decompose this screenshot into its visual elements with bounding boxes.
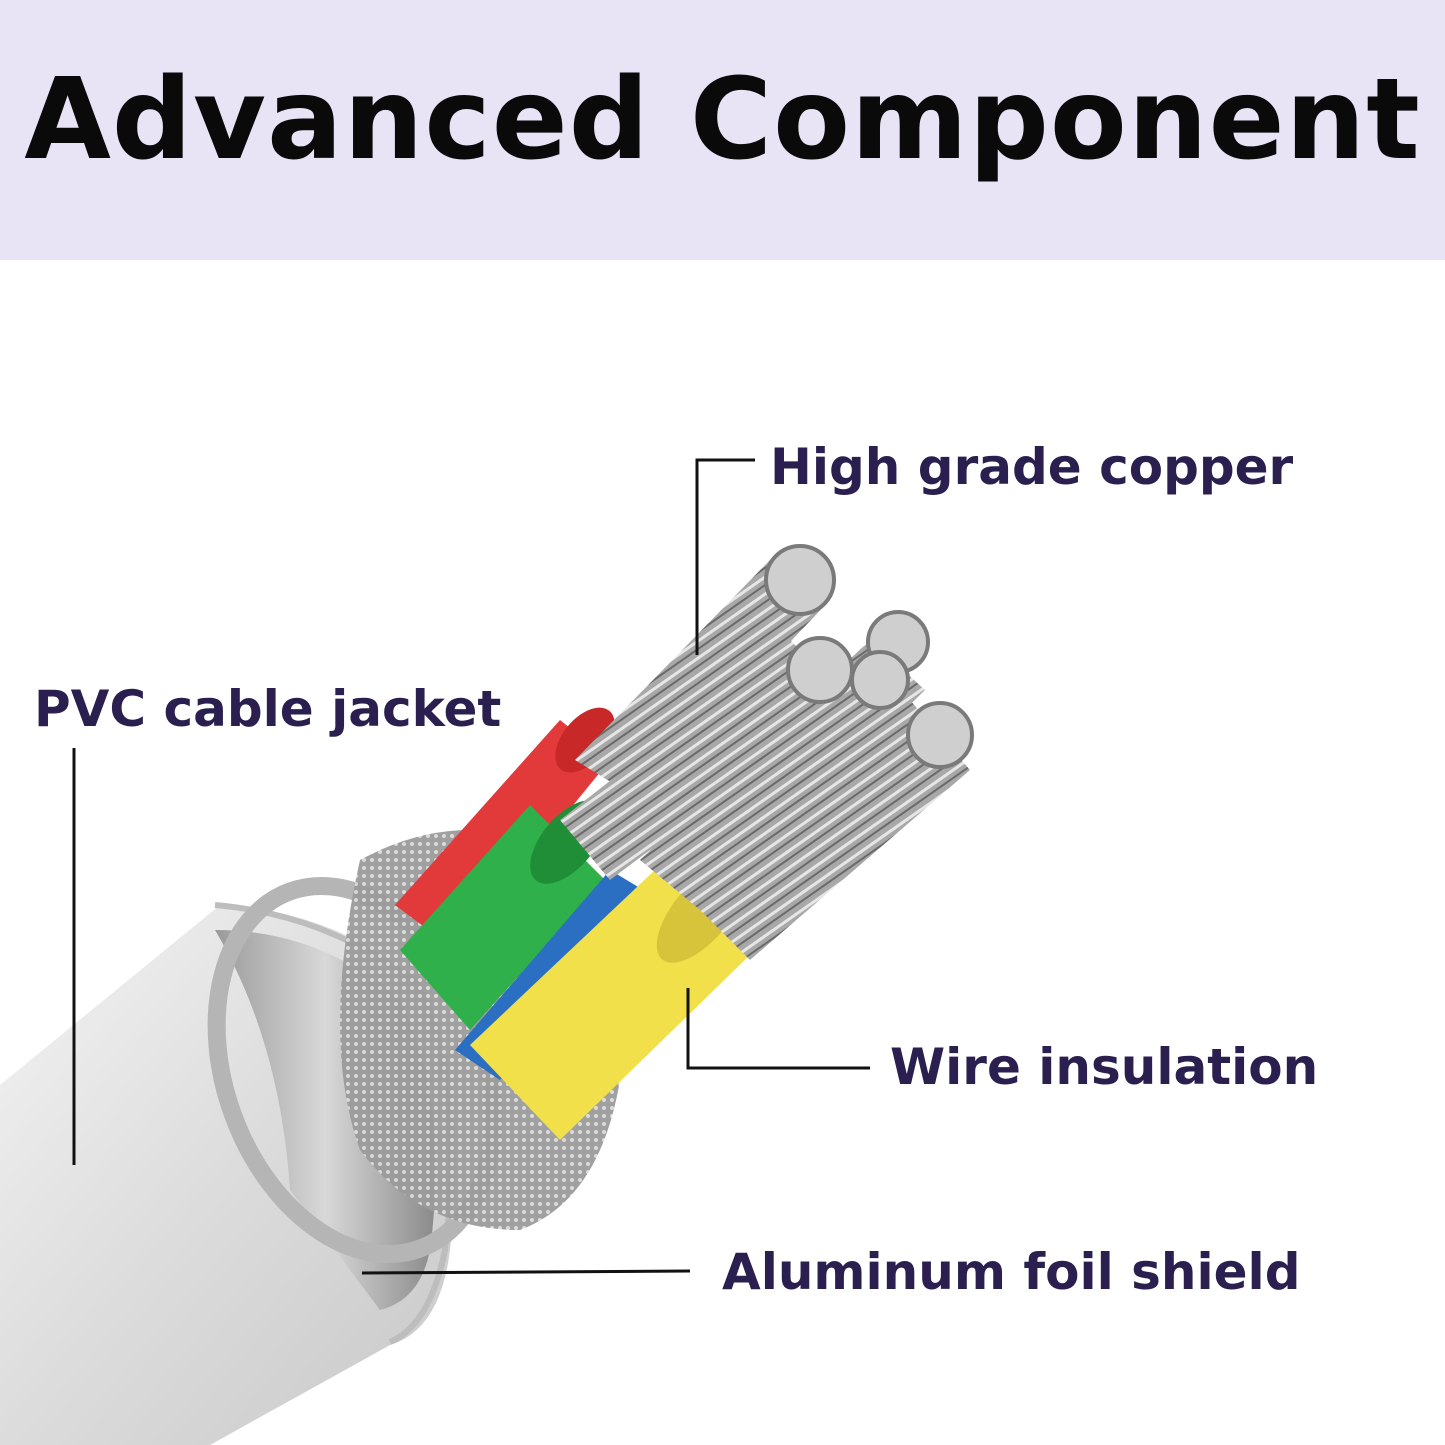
label-pvc-cable-jacket: PVC cable jacket <box>34 680 502 738</box>
leader-foil <box>361 1269 691 1275</box>
title-banner: Advanced Component <box>0 0 1445 260</box>
cable-diagram <box>0 458 974 1445</box>
label-aluminum-foil-shield: Aluminum foil shield <box>722 1243 1301 1301</box>
leader-lines <box>72 458 870 1275</box>
leader-copper <box>695 458 755 655</box>
label-wire-insulation: Wire insulation <box>890 1038 1319 1096</box>
copper-strands <box>560 544 974 960</box>
page-title: Advanced Component <box>24 55 1421 185</box>
label-high-grade-copper: High grade copper <box>770 438 1294 496</box>
leader-insulation <box>686 988 870 1070</box>
